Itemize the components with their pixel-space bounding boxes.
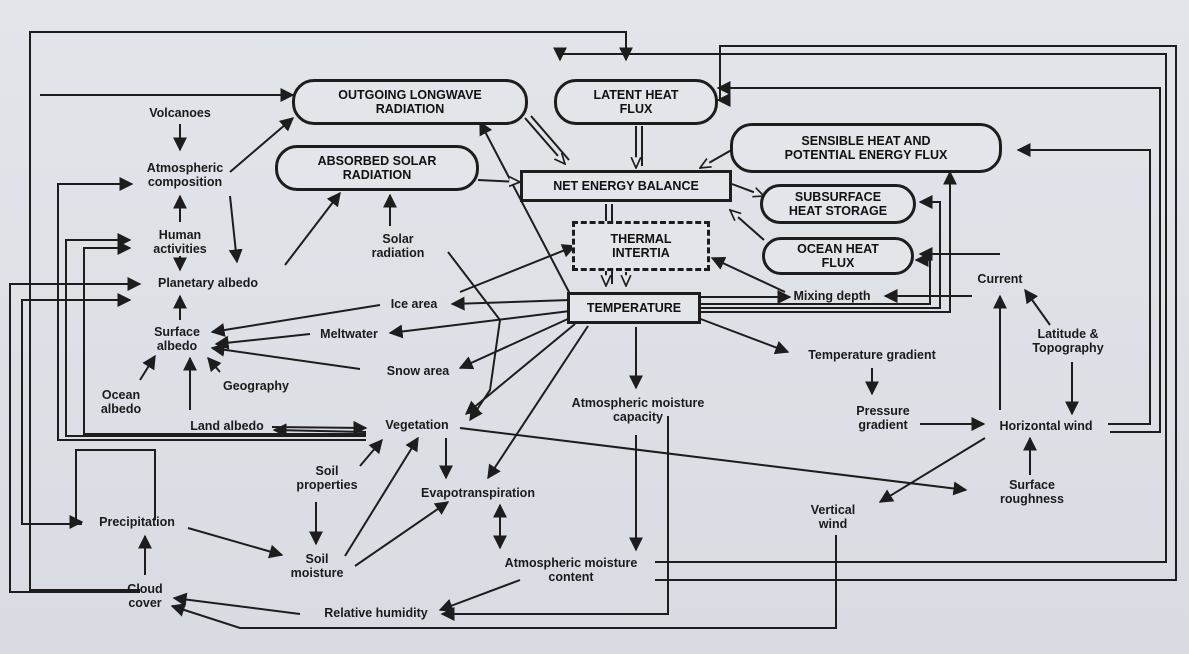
outgoing-longwave-box: OUTGOING LONGWAVE RADIATION [292,79,528,125]
arrow-snow-surface [210,342,361,370]
hollow-arrow-absorbed-net [477,180,520,182]
arrow-ice-surface [210,304,381,337]
arrow-geo-surface [207,356,222,373]
arrow-content-outgoing [655,45,1177,581]
human-activities-label: Human activities [153,228,207,256]
hollow-arrow-sensible-net [700,147,736,168]
vertical-wind-label: Vertical wind [810,503,856,531]
geography-label: Geography [223,379,289,393]
subsurface-storage-box: SUBSURFACE HEAT STORAGE [760,184,916,224]
arrow-temp-sensible [700,170,957,313]
arrow-loop-veg-2 [83,241,366,435]
current-label: Current [977,272,1023,286]
arrow-veg-landalb [272,423,367,438]
ocean-heat-flux-box: OCEAN HEAT FLUX [762,237,914,275]
arrow-temp-ice [450,296,571,311]
arrow-wind-sensible [1016,143,1151,425]
arrow-moist-veg [344,436,419,557]
arrow-temp-oceanflux [700,253,931,305]
cloud-cover-label: Cloud cover [127,582,163,610]
arrow-atm-outgoing [229,117,295,173]
planetary-albedo-label: Planetary albedo [157,276,259,290]
arrow-loop-cloud-planetary [9,277,142,593]
arrow-solar-veg [447,251,502,422]
arrow-wind-latent [716,81,1161,433]
arrow-loop-veg-atm [57,177,366,441]
surface-albedo-label: Surface albedo [154,325,200,353]
arrow-moist-evapo [354,501,450,567]
arrow-vertical-cloud [170,535,837,629]
arrow-temp-snow [458,317,571,370]
precipitation-label: Precipitation [99,515,175,529]
absorbed-solar-box: ABSORBED SOLAR RADIATION [275,145,479,191]
arrow-capacity-relhum [440,416,669,621]
temperature-box: TEMPERATURE [567,292,701,324]
arrow-temp-gradient [697,317,790,355]
atmospheric-composition-label: Atmospheric composition [146,161,224,189]
arrow-loop-precip [69,449,156,529]
hollow-arrow-net-subsurface [731,183,764,196]
arrow-relhum-cloud [172,592,301,615]
hollow-arrow-outgoing-net [524,117,565,164]
arrow-atm-planetary [228,195,243,264]
arrow-precip-moist [187,527,284,559]
volcanoes-label: Volcanoes [149,106,211,120]
arrow-temp-evapo [487,325,589,480]
solar-radiation-label: Solar radiation [371,232,425,260]
atm-moisture-capacity-label: Atmospheric moisture capacity [571,396,705,424]
arrow-ocean-surface [139,354,156,381]
sensible-heat-box: SENSIBLE HEAT AND POTENTIAL ENERGY FLUX [730,123,1002,173]
arrow-wind-vertical [878,437,986,503]
arrow-landalb-veg [271,420,368,435]
latent-heat-box: LATENT HEAT FLUX [554,79,718,125]
ice-area-label: Ice area [390,297,438,311]
ocean-albedo-label: Ocean albedo [100,388,142,416]
soil-moisture-label: Soil moisture [290,552,344,580]
arrow-temp-meltwater [388,310,571,339]
meltwater-label: Meltwater [320,327,378,341]
arrow-planetary-absorbed [284,191,341,266]
thermal-intertia-box: THERMAL INTERTIA [572,221,710,271]
arrow-mixing-thermal [710,256,786,293]
arrow-temp-subsurface [700,195,941,309]
arrow-temp-outgoing [479,120,571,295]
mixing-depth-label: Mixing depth [793,289,871,303]
arrow-content-latent [553,47,1167,563]
atm-moisture-content-label: Atmospheric moisture content [504,556,638,584]
temperature-gradient-label: Temperature gradient [808,348,936,362]
pressure-gradient-label: Pressure gradient [856,404,910,432]
snow-area-label: Snow area [386,364,450,378]
evapotranspiration-label: Evapotranspiration [421,486,535,500]
hollow-arrow-ocean-net [730,210,765,241]
arrow-loop-outgoing-top [29,31,633,591]
arrow-content-relhum [438,579,521,613]
arrow-latitude-current [1024,288,1051,326]
surface-roughness-label: Surface roughness [1000,478,1064,506]
latitude-topography-label: Latitude & Topography [1032,327,1104,355]
vegetation-label: Vegetation [385,418,449,432]
arrow-loop-veg-1 [65,233,366,437]
arrow-melt-surface [214,333,311,350]
arrow-loop-precip-left [21,293,132,525]
arrow-veg-roughness [459,427,968,496]
land-albedo-label: Land albedo [190,419,264,433]
horizontal-wind-label: Horizontal wind [999,419,1093,433]
arrow-soilprop-veg [359,438,383,467]
arrow-temp-thermal [459,244,577,293]
soil-properties-label: Soil properties [296,464,358,492]
net-energy-balance-box: NET ENERGY BALANCE [520,170,732,202]
relative-humidity-label: Relative humidity [324,606,428,620]
